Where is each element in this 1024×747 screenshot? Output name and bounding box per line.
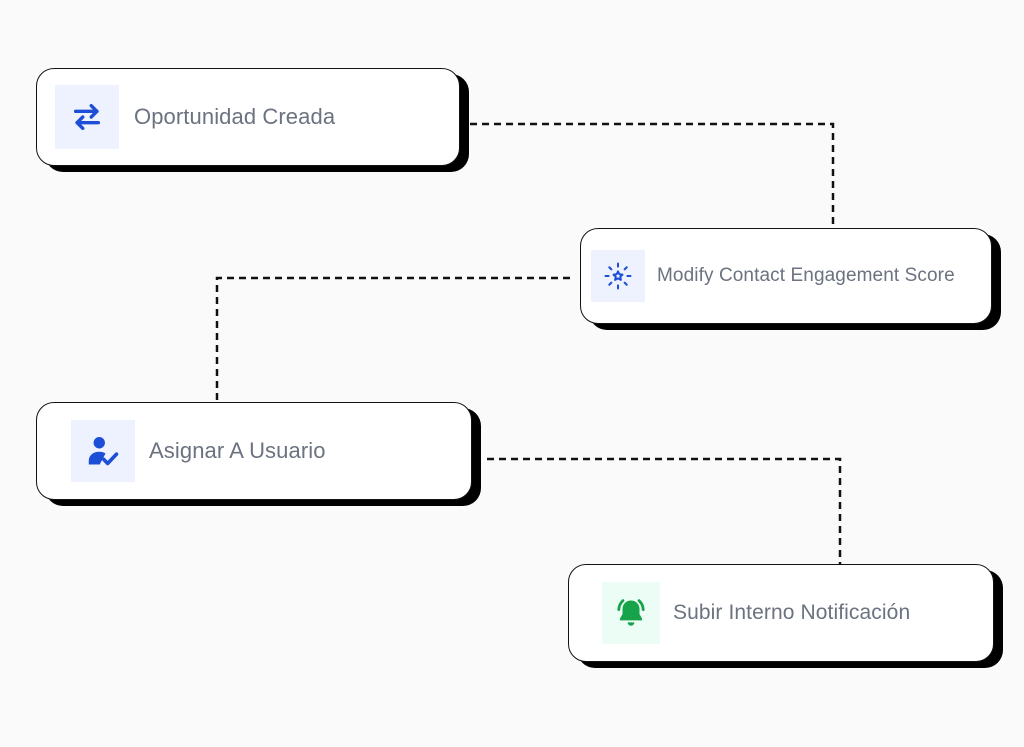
node-label: Subir Interno Notificación: [673, 601, 911, 624]
node-modify-contact-engagement-score[interactable]: Modify Contact Engagement Score: [580, 228, 992, 324]
icon-tile: [602, 582, 660, 644]
node-label: Modify Contact Engagement Score: [657, 265, 955, 286]
icon-tile: [55, 85, 119, 149]
bell-ring-icon: [617, 599, 645, 626]
icon-tile: [71, 420, 135, 482]
node-oportunidad-creada[interactable]: Oportunidad Creada: [36, 68, 460, 166]
swap-arrows-icon: [73, 103, 101, 131]
connector-asignar-to-notificacion: [487, 457, 842, 564]
node-subir-interno-notificacion[interactable]: Subir Interno Notificación: [568, 564, 994, 662]
user-check-icon: [88, 437, 119, 466]
icon-tile: [591, 250, 645, 302]
node-label: Oportunidad Creada: [134, 104, 336, 129]
node-label: Asignar A Usuario: [149, 438, 326, 463]
connector-engagement-to-asignar: [215, 276, 570, 402]
sparkle-star-icon: [604, 262, 632, 290]
connector-oportunidad-to-engagement: [470, 122, 835, 228]
node-asignar-a-usuario[interactable]: Asignar A Usuario: [36, 402, 472, 500]
